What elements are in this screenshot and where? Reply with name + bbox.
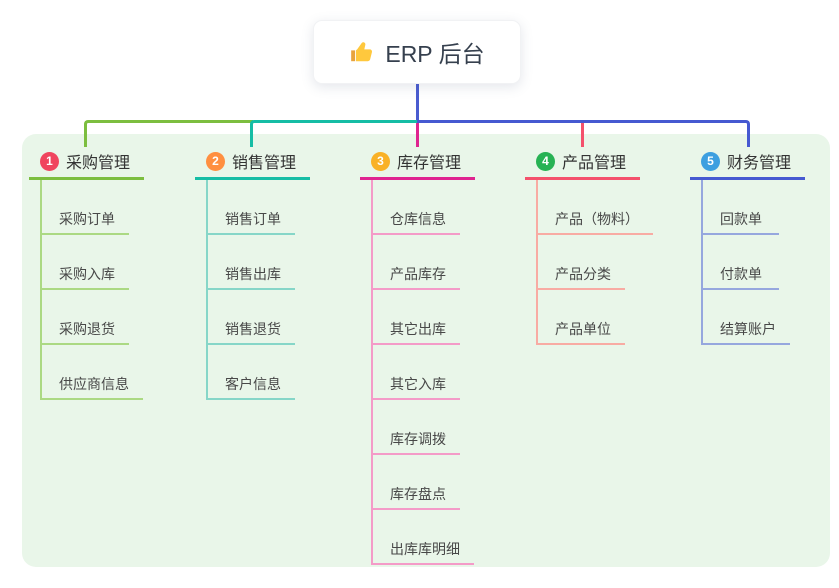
branch-children: 回款单 付款单 结算账户 bbox=[701, 180, 805, 345]
child-node[interactable]: 库存盘点 bbox=[373, 455, 460, 510]
child-node[interactable]: 采购退货 bbox=[42, 290, 129, 345]
child-node[interactable]: 采购订单 bbox=[42, 180, 129, 235]
root-connector-line bbox=[416, 84, 419, 122]
branch-label: 采购管理 bbox=[66, 155, 131, 172]
branch-number-badge: 3 bbox=[371, 151, 390, 171]
child-node[interactable]: 产品单位 bbox=[538, 290, 625, 345]
connector-branch-1 bbox=[84, 120, 253, 147]
child-node[interactable]: 采购入库 bbox=[42, 235, 129, 290]
child-node[interactable]: 出库库明细 bbox=[373, 510, 474, 565]
mindmap-panel bbox=[22, 134, 830, 567]
branch-label: 财务管理 bbox=[727, 155, 792, 172]
child-node[interactable]: 产品（物料） bbox=[538, 180, 653, 235]
branch-number-badge: 4 bbox=[536, 151, 555, 171]
root-title: ERP 后台 bbox=[385, 41, 485, 67]
branch-number-badge: 1 bbox=[40, 151, 59, 171]
branch-number-badge: 2 bbox=[206, 151, 225, 171]
child-node[interactable]: 供应商信息 bbox=[42, 345, 143, 400]
branch-children: 仓库信息 产品库存 其它出库 其它入库 库存调拨 库存盘点 出库库明细 bbox=[371, 180, 475, 565]
branch-sales: 2 销售管理 销售订单 销售出库 销售退货 客户信息 bbox=[195, 147, 310, 400]
child-node[interactable]: 销售退货 bbox=[208, 290, 295, 345]
child-node[interactable]: 销售订单 bbox=[208, 180, 295, 235]
connector-branch-4 bbox=[581, 123, 584, 147]
child-node[interactable]: 仓库信息 bbox=[373, 180, 460, 235]
branch-finance: 5 财务管理 回款单 付款单 结算账户 bbox=[690, 147, 805, 345]
branch-inventory: 3 库存管理 仓库信息 产品库存 其它出库 其它入库 库存调拨 库存盘点 出库库… bbox=[360, 147, 475, 565]
branch-label: 销售管理 bbox=[232, 155, 297, 172]
child-node[interactable]: 回款单 bbox=[703, 180, 779, 235]
branch-header[interactable]: 4 产品管理 bbox=[525, 147, 640, 180]
branch-header[interactable]: 1 采购管理 bbox=[29, 147, 144, 180]
branch-header[interactable]: 5 财务管理 bbox=[690, 147, 805, 180]
branch-product: 4 产品管理 产品（物料） 产品分类 产品单位 bbox=[525, 147, 653, 345]
child-node[interactable]: 结算账户 bbox=[703, 290, 790, 345]
branch-children: 采购订单 采购入库 采购退货 供应商信息 bbox=[40, 180, 144, 400]
thumbs-up-icon bbox=[349, 39, 375, 65]
connector-branch-5 bbox=[417, 120, 750, 147]
branch-children: 销售订单 销售出库 销售退货 客户信息 bbox=[206, 180, 310, 400]
branch-label: 库存管理 bbox=[397, 155, 462, 172]
branch-label: 产品管理 bbox=[562, 155, 627, 172]
branch-number-badge: 5 bbox=[701, 151, 720, 171]
child-node[interactable]: 产品库存 bbox=[373, 235, 460, 290]
child-node[interactable]: 销售出库 bbox=[208, 235, 295, 290]
connector-branch-3 bbox=[416, 123, 419, 147]
branch-header[interactable]: 2 销售管理 bbox=[195, 147, 310, 180]
child-node[interactable]: 产品分类 bbox=[538, 235, 625, 290]
child-node[interactable]: 客户信息 bbox=[208, 345, 295, 400]
branch-purchase: 1 采购管理 采购订单 采购入库 采购退货 供应商信息 bbox=[29, 147, 144, 400]
branch-header[interactable]: 3 库存管理 bbox=[360, 147, 475, 180]
connector-branch-2 bbox=[250, 120, 417, 147]
branch-children: 产品（物料） 产品分类 产品单位 bbox=[536, 180, 653, 345]
child-node[interactable]: 其它入库 bbox=[373, 345, 460, 400]
child-node[interactable]: 库存调拨 bbox=[373, 400, 460, 455]
child-node[interactable]: 付款单 bbox=[703, 235, 779, 290]
root-node[interactable]: ERP 后台 bbox=[313, 20, 521, 84]
child-node[interactable]: 其它出库 bbox=[373, 290, 460, 345]
